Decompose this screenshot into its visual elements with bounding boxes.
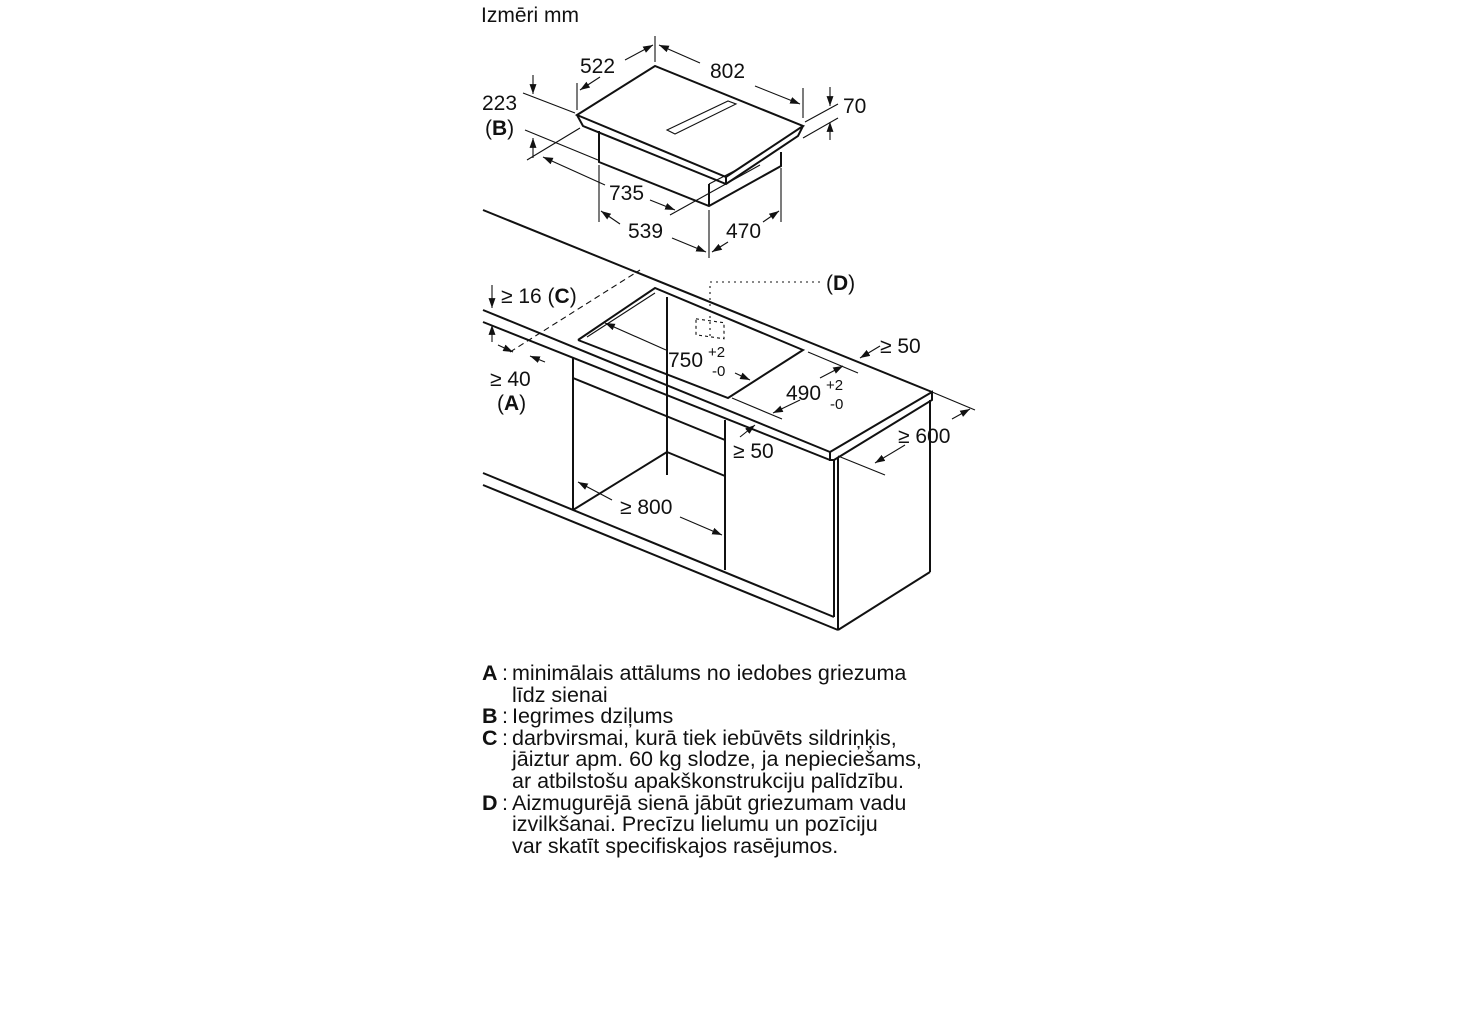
dim-front-margin: ≥ 50 <box>733 440 774 463</box>
legend-text: izvilkšanai. Precīzu lielumu un pozīciju <box>512 812 878 837</box>
installation-dimension-lines <box>488 269 976 536</box>
legend-text: Iegrimes dziļums <box>512 704 674 729</box>
legend-key: D <box>482 790 498 815</box>
legend-colon <box>502 814 512 836</box>
cabinet-drawing <box>482 209 933 631</box>
svg-text:+2: +2 <box>708 344 725 361</box>
legend-colon: : <box>502 725 508 750</box>
svg-text:-0: -0 <box>712 363 725 380</box>
vent-slot <box>665 100 738 135</box>
legend-colon <box>502 836 512 858</box>
legend-colon <box>502 749 512 771</box>
legend-row: ar atbilstošu apakškonstrukciju palīdzīb… <box>482 768 922 793</box>
legend-text: jāiztur apm. 60 kg slodze, ja nepiecieša… <box>512 747 922 772</box>
legend-row: līdz sienai <box>482 682 922 707</box>
legend-key <box>482 749 502 771</box>
legend-key <box>482 814 502 836</box>
legend-row: A:minimālais attālums no iedobes griezum… <box>482 661 922 685</box>
legend-text: minimālais attālums no iedobes griezuma <box>512 661 907 685</box>
dim-total-height: 223 <box>482 92 517 115</box>
dim-b-label: (B) <box>485 117 514 140</box>
dim-worktop-depth: ≥ 600 <box>898 425 950 448</box>
legend-key: B <box>482 704 498 729</box>
dim-worktop-min: ≥ 16 (C) <box>501 285 577 308</box>
legend-text: līdz sienai <box>512 682 608 707</box>
dim-depth: 522 <box>580 55 615 78</box>
legend: A:minimālais attālums no iedobes griezum… <box>482 661 922 858</box>
legend-key: C <box>482 725 498 750</box>
dim-width: 802 <box>710 60 745 83</box>
svg-text:490: 490 <box>786 382 821 405</box>
legend-text: darbvirsmai, kurā tiek iebūvēts sildriņķ… <box>512 725 897 750</box>
dim-cabinet-width: ≥ 800 <box>620 496 672 519</box>
legend-text: var skatīt specifiskajos rasējumos. <box>512 833 839 858</box>
svg-text:+2: +2 <box>826 377 843 394</box>
legend-colon: : <box>502 661 508 685</box>
legend-row: jāiztur apm. 60 kg slodze, ja nepiecieša… <box>482 749 922 771</box>
dimensions-title: Izmēri mm <box>481 4 579 27</box>
legend-text: ar atbilstošu apakškonstrukciju palīdzīb… <box>512 768 904 793</box>
legend-key: A <box>482 661 498 685</box>
dim-cutout-width: 750 +2 -0 <box>668 344 725 380</box>
hob-dimension-lines <box>522 36 839 258</box>
legend-row: B:Iegrimes dziļums <box>482 706 922 728</box>
dim-a-label: (A) <box>497 392 526 415</box>
svg-text:-0: -0 <box>830 396 843 413</box>
dim-body-width: 735 <box>609 182 644 205</box>
dim-wall-distance: ≥ 40 <box>490 368 531 391</box>
svg-text:750: 750 <box>668 349 703 372</box>
dim-cutout-depth: 490 +2 -0 <box>786 377 843 413</box>
dim-body-depth: 470 <box>726 220 761 243</box>
cable-cutout-label: (D) <box>826 272 855 295</box>
legend-colon: : <box>502 704 508 729</box>
legend-row: var skatīt specifiskajos rasējumos. <box>482 833 922 858</box>
legend-colon: : <box>502 790 508 815</box>
cable-cutout-marker <box>695 318 725 340</box>
legend-row: izvilkšanai. Precīzu lielumu un pozīciju <box>482 814 922 836</box>
legend-row: D:Aizmugurējā sienā jābūt griezumam vadu <box>482 790 922 815</box>
dim-back-margin: ≥ 50 <box>880 335 921 358</box>
legend-text: Aizmugurējā sienā jābūt griezumam vadu <box>512 790 907 815</box>
legend-colon <box>502 771 512 793</box>
legend-row: C:darbvirsmai, kurā tiek iebūvēts sildri… <box>482 725 922 750</box>
legend-key <box>482 771 502 793</box>
legend-key <box>482 836 502 858</box>
legend-colon <box>502 685 512 707</box>
dim-top-thickness: 70 <box>843 95 866 118</box>
legend-key <box>482 685 502 707</box>
dim-body-front: 539 <box>628 220 663 243</box>
